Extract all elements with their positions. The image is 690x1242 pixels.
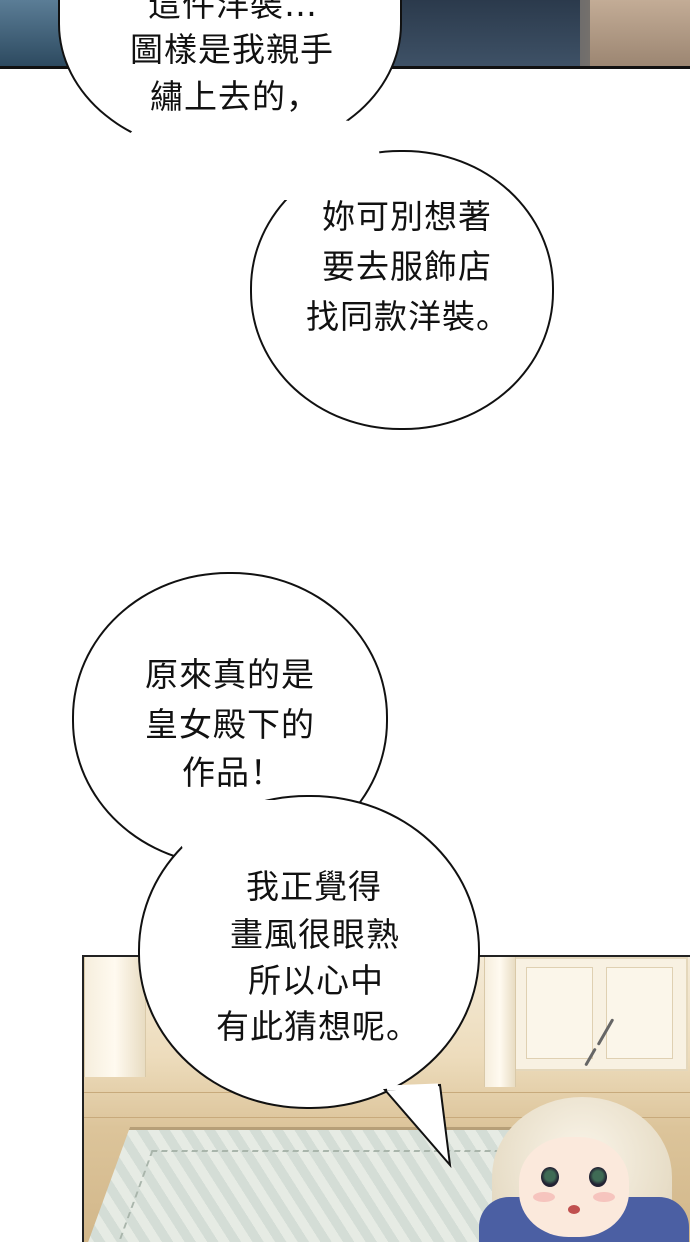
door-pane <box>606 967 673 1059</box>
blush <box>593 1192 615 1202</box>
bubble-3-line-3: 作品！ <box>182 753 284 792</box>
door-pane <box>526 967 593 1059</box>
speech-bubble-4-tail <box>382 1083 452 1169</box>
bubble-2-line-3: 找同款洋裝。 <box>306 297 510 336</box>
blush <box>533 1192 555 1202</box>
window-door <box>514 957 688 1071</box>
top-panel-shade <box>400 0 580 66</box>
bubble-1-line-2: 圖樣是我親手 <box>130 30 334 69</box>
bubble-4-line-3: 所以心中 <box>248 961 384 1000</box>
bubble-1-line-1: 這件洋裝… <box>148 0 318 24</box>
pillar <box>84 957 146 1077</box>
mouth <box>568 1205 580 1214</box>
face <box>519 1137 629 1237</box>
eye <box>589 1167 607 1187</box>
bubble-3-line-2: 皇女殿下的 <box>145 705 315 744</box>
bubble-join <box>120 120 380 200</box>
bubble-join <box>180 800 370 870</box>
bubble-1-line-3: 繡上去的， <box>150 77 320 116</box>
pillar <box>484 957 516 1087</box>
bubble-4-line-1: 我正覺得 <box>246 867 382 906</box>
top-panel-shade <box>590 0 690 66</box>
bubble-4-line-2: 畫風很眼熟 <box>230 915 400 954</box>
bubble-2-line-1: 妳可別想著 <box>322 197 492 236</box>
floor-line <box>84 1117 690 1118</box>
bubble-2-line-2: 要去服飾店 <box>322 247 492 286</box>
eye <box>541 1167 559 1187</box>
bubble-3-line-1: 原來真的是 <box>145 655 315 694</box>
bubble-4-line-4: 有此猜想呢。 <box>216 1007 420 1046</box>
